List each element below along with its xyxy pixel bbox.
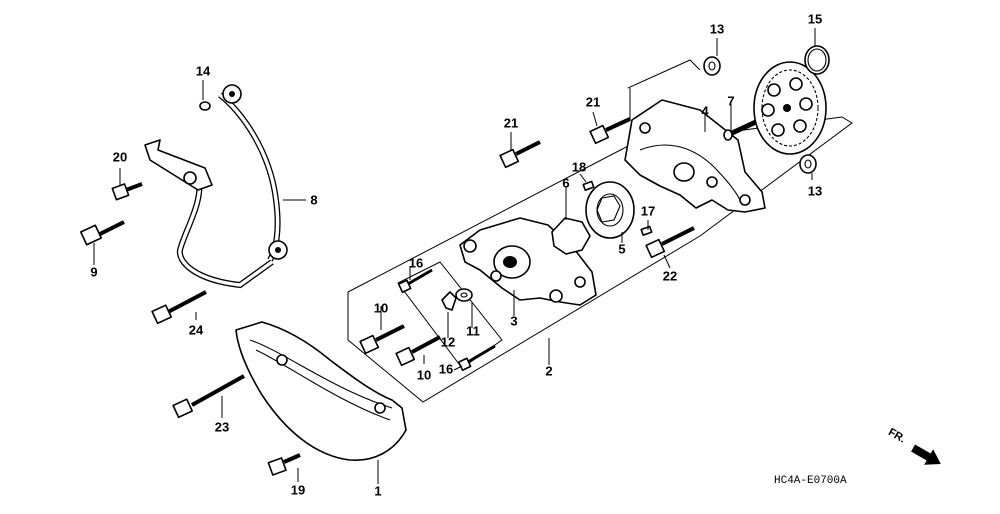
bolt-24 [151, 290, 207, 325]
outer-rotor [585, 181, 635, 239]
label-8: 8 [310, 192, 317, 207]
bolt-19 [267, 453, 301, 476]
label-16-lower: 16 [439, 361, 453, 376]
label-10-lower: 10 [417, 367, 431, 382]
label-21-left: 21 [504, 115, 518, 130]
o-ring-15 [804, 45, 830, 75]
label-14: 14 [196, 63, 211, 78]
label-5: 5 [618, 241, 625, 256]
label-10-upper: 10 [374, 300, 388, 315]
bolt-20 [111, 182, 143, 201]
label-7: 7 [727, 93, 734, 108]
label-12: 12 [441, 334, 455, 349]
clip-12 [441, 291, 457, 311]
label-19: 19 [291, 482, 305, 497]
front-label: FR. [886, 426, 907, 445]
dowel-18 [582, 180, 595, 191]
bolt-16-upper [397, 268, 433, 294]
label-2: 2 [545, 363, 552, 378]
dowel-17 [640, 225, 653, 236]
label-4: 4 [701, 103, 709, 118]
cover-hole [276, 354, 288, 366]
bolt-23 [172, 374, 245, 419]
label-24: 24 [189, 322, 204, 337]
bolt-21-left [499, 140, 541, 169]
label-13-bottom: 13 [808, 183, 822, 198]
washer-11 [455, 288, 473, 302]
label-13-top: 13 [710, 21, 724, 36]
leader-lines [93, 28, 816, 484]
label-16-upper: 16 [409, 255, 423, 270]
bolt-kit-frame [397, 261, 503, 369]
label-15: 15 [808, 11, 822, 26]
collar-13-bottom [799, 154, 817, 174]
label-17: 17 [641, 203, 655, 218]
bolt-9 [79, 220, 125, 246]
pipe-bracket [144, 139, 213, 191]
label-3: 3 [510, 313, 517, 328]
label-9: 9 [90, 264, 97, 279]
label-18: 18 [572, 159, 586, 174]
washer-14 [199, 101, 211, 111]
label-22: 22 [663, 268, 677, 283]
dowel-pin-bracket [627, 59, 701, 89]
diagram-code: HC4A-E0700A [774, 475, 847, 487]
front-direction-arrow [911, 444, 941, 465]
cover-plate [235, 321, 407, 461]
label-11: 11 [466, 323, 480, 338]
bolt-22 [645, 226, 695, 259]
gear-sprocket [753, 61, 827, 155]
bolt-10-lower [395, 335, 441, 367]
label-21-right: 21 [586, 94, 600, 109]
label-1: 1 [374, 483, 381, 498]
bolt-16-lower [457, 344, 496, 372]
cover-hole [374, 402, 386, 414]
label-6: 6 [562, 175, 569, 190]
label-20: 20 [113, 149, 127, 164]
label-23: 23 [215, 419, 229, 434]
collar-13-top [703, 56, 721, 76]
bolt-10-upper [359, 324, 405, 355]
inner-rotor [551, 217, 591, 255]
bolt-21-right [589, 117, 631, 145]
